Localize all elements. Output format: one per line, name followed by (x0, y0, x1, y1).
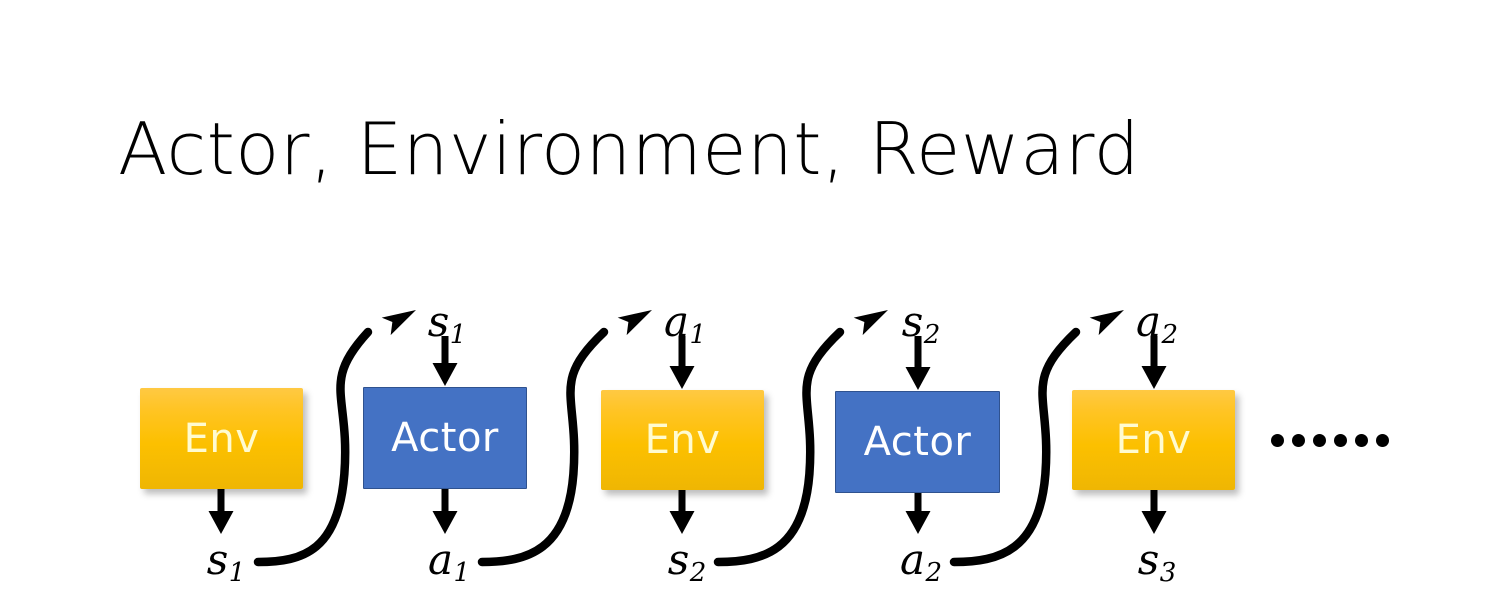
out-env2 (669, 490, 695, 534)
into-env3-shaft (1150, 336, 1158, 367)
var-base: s (206, 535, 229, 584)
curve-a1-path (477, 327, 609, 567)
out-actor2-shaft (914, 493, 922, 512)
var-base: s (901, 297, 924, 346)
var-label-bot-s2: s2 (668, 535, 707, 588)
node-label: Actor (863, 419, 972, 465)
into-actor1-head (432, 363, 458, 386)
into-env3-head (1141, 366, 1167, 389)
var-base: a (1135, 297, 1161, 346)
curve-a1-head (617, 310, 652, 336)
out-actor2 (905, 493, 931, 534)
var-subscript: 2 (925, 558, 943, 589)
out-env1 (208, 489, 234, 534)
node-label: Actor (391, 415, 499, 461)
var-label-top-a2: a2 (1136, 297, 1178, 350)
node-actor2[interactable]: Actor (835, 391, 1000, 493)
var-base: s (667, 535, 690, 584)
var-label-bot-a1: a1 (428, 535, 470, 588)
node-env1[interactable]: Env (140, 388, 303, 489)
into-actor1-shaft (441, 336, 449, 364)
out-env2-head (669, 511, 695, 534)
out-env1-head (208, 511, 234, 534)
into-actor2-head (905, 367, 931, 390)
var-base: s (1137, 535, 1160, 584)
into-env2-shaft (678, 336, 686, 367)
out-actor2-head (905, 511, 931, 534)
page-title: Actor, Environment, Reward (118, 107, 1140, 191)
node-label: Env (183, 415, 260, 462)
curve-a2 (949, 310, 1124, 567)
curve-a1 (477, 310, 652, 567)
node-env2[interactable]: Env (601, 390, 764, 490)
into-actor2 (905, 336, 931, 390)
out-actor1 (432, 489, 458, 534)
var-subscript: 1 (228, 558, 246, 589)
var-label-top-s2: s2 (902, 297, 941, 350)
var-subscript: 1 (453, 558, 471, 589)
var-label-top-s1: s1 (428, 297, 467, 350)
var-subscript: 1 (689, 320, 707, 351)
into-env2-head (669, 366, 695, 389)
var-base: s (427, 297, 450, 346)
out-env2-shaft (678, 490, 686, 512)
ellipsis-dot (1376, 434, 1389, 447)
node-actor1[interactable]: Actor (363, 387, 527, 489)
out-actor1-head (432, 511, 458, 534)
curve-s1-head (381, 310, 416, 336)
out-env3-shaft (1150, 490, 1158, 512)
var-base: a (899, 535, 925, 584)
out-env3 (1141, 490, 1167, 534)
node-label: Env (644, 417, 721, 463)
var-label-bot-s3: s3 (1138, 535, 1177, 588)
ellipsis-dot (1271, 434, 1284, 447)
var-subscript: 2 (923, 320, 941, 351)
out-env3-head (1141, 511, 1167, 534)
ellipsis-dots (1271, 434, 1389, 447)
curve-a2-head (1089, 310, 1124, 336)
curve-a2-path (949, 327, 1081, 567)
var-label-bot-a2: a2 (900, 535, 942, 588)
ellipsis-dot (1355, 434, 1368, 447)
var-base: a (427, 535, 453, 584)
var-subscript: 3 (1159, 558, 1177, 589)
ellipsis-dot (1334, 434, 1347, 447)
node-env3[interactable]: Env (1072, 390, 1235, 490)
curve-s2-head (853, 310, 888, 336)
out-actor1-shaft (441, 489, 449, 512)
into-actor1 (432, 336, 458, 386)
curve-s2 (713, 310, 888, 567)
curve-s1 (253, 310, 416, 567)
into-env3 (1141, 336, 1167, 389)
curve-s2-path (713, 327, 845, 567)
var-subscript: 2 (1161, 320, 1179, 351)
var-subscript: 1 (449, 320, 467, 351)
out-env1-shaft (217, 489, 225, 512)
var-label-top-a1: a1 (664, 297, 706, 350)
node-label: Env (1115, 417, 1192, 463)
into-actor2-shaft (914, 336, 922, 368)
var-subscript: 2 (689, 558, 707, 589)
ellipsis-dot (1292, 434, 1305, 447)
into-env2 (669, 336, 695, 389)
var-base: a (663, 297, 689, 346)
ellipsis-dot (1313, 434, 1326, 447)
var-label-bot-s1: s1 (207, 535, 246, 588)
curve-s1-path (253, 327, 373, 567)
